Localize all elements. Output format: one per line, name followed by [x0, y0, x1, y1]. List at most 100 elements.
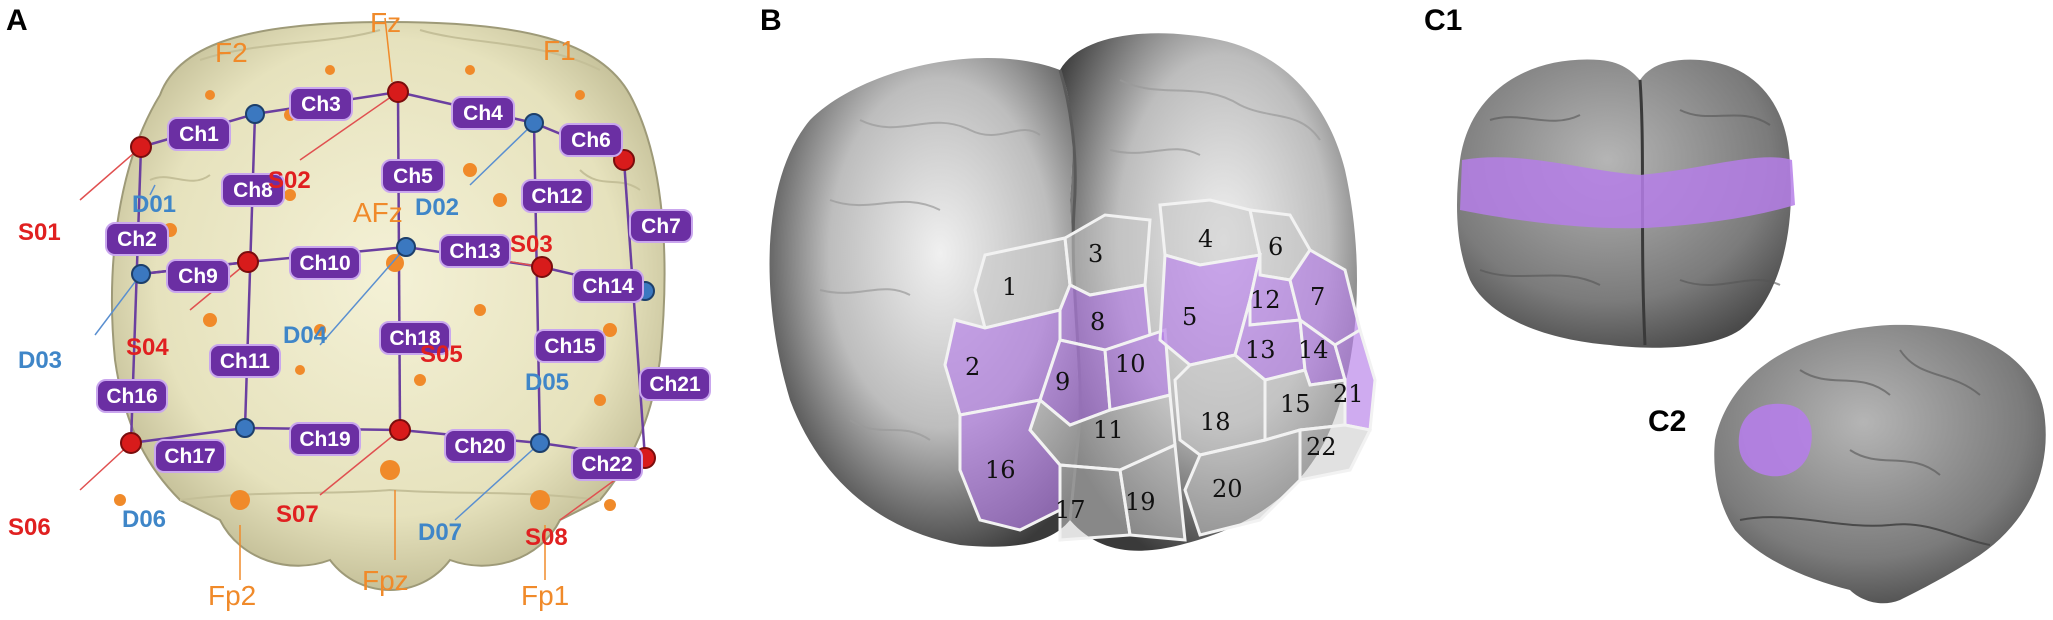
roi-region-10: [1103, 327, 1172, 412]
panel-a: Ch1 Ch2 Ch3 Ch4 Ch5 Ch6 Ch7 Ch8 Ch9 Ch10…: [8, 7, 711, 611]
panel-c1: [1457, 59, 1795, 348]
detector-marker: [396, 237, 416, 257]
svg-text:Ch9: Ch9: [178, 265, 218, 288]
roi-label-15: 15: [1280, 390, 1311, 418]
source-label: S03: [510, 231, 553, 258]
roi-region-20: [1183, 428, 1302, 537]
channel-label: Ch5: [381, 159, 445, 193]
roi-label-20: 20: [1212, 475, 1243, 503]
detector-label: D04: [283, 322, 328, 349]
panel-label-a: A: [6, 4, 28, 37]
brain-sulci: [819, 79, 1321, 441]
svg-text:Ch20: Ch20: [454, 435, 505, 458]
channel-label: Ch1: [167, 117, 231, 151]
source-label: S06: [8, 514, 51, 541]
eeg-position-label: Fp2: [208, 580, 256, 611]
panel-label-b: B: [760, 4, 782, 37]
channel-label: Ch15: [534, 329, 606, 363]
svg-text:Ch17: Ch17: [164, 445, 215, 468]
roi-label-7: 7: [1310, 283, 1325, 311]
detector-marker: [245, 104, 265, 124]
svg-text:Ch10: Ch10: [299, 252, 350, 275]
svg-text:Ch1: Ch1: [179, 123, 219, 146]
eeg-position-label: Fz: [370, 7, 401, 38]
source-label: S05: [420, 341, 463, 368]
channel-label: Ch9: [166, 259, 230, 293]
detector-label: D03: [18, 347, 62, 374]
svg-text:Ch7: Ch7: [641, 215, 681, 238]
channel-label: Ch14: [572, 269, 644, 303]
svg-text:Ch5: Ch5: [393, 165, 433, 188]
roi-label-16: 16: [985, 456, 1016, 484]
roi-label-22: 22: [1306, 433, 1337, 461]
roi-label-9: 9: [1055, 368, 1070, 396]
panel-c2: [1714, 324, 2046, 604]
roi-label-8: 8: [1090, 308, 1105, 336]
svg-text:Ch15: Ch15: [544, 335, 596, 358]
roi-number-labels: 1 2 3 4 5 6 7 8 9 10 11 12 13 14 15 16 1…: [965, 225, 1364, 524]
source-label: S07: [276, 501, 319, 528]
channel-label: Ch6: [559, 123, 623, 157]
roi-label-6: 6: [1268, 233, 1283, 261]
source-label: S01: [18, 219, 61, 246]
head-surface: [111, 20, 666, 591]
panel-b: 1 2 3 4 5 6 7 8 9 10 11 12 13 14 15 16 1…: [769, 33, 1377, 551]
channel-label: Ch18: [379, 321, 451, 355]
detector-label: D01: [132, 191, 176, 218]
channel-label: Ch13: [439, 234, 511, 268]
eeg-position-label: F2: [215, 37, 248, 68]
detector-marker: [524, 113, 544, 133]
detector-label: D02: [415, 194, 459, 221]
panel-label-c1: C1: [1424, 4, 1463, 37]
roi-label-18: 18: [1200, 408, 1231, 436]
source-marker: [531, 256, 553, 278]
svg-text:Ch21: Ch21: [649, 373, 701, 396]
channel-label: Ch21: [639, 367, 711, 401]
roi-label-21: 21: [1333, 380, 1364, 408]
roi-label-19: 19: [1125, 488, 1156, 516]
roi-label-17: 17: [1055, 496, 1086, 524]
svg-text:Ch18: Ch18: [389, 327, 441, 350]
source-marker: [120, 432, 142, 454]
svg-text:Ch11: Ch11: [220, 350, 271, 373]
detector-marker: [235, 418, 255, 438]
eeg-position-label: F1: [543, 35, 576, 66]
c2-activation-area: [1738, 403, 1812, 477]
roi-region-17: [1058, 463, 1132, 542]
source-label: S02: [268, 167, 311, 194]
channel-label: Ch20: [444, 429, 516, 463]
svg-text:Ch8: Ch8: [233, 179, 273, 202]
channel-label: Ch11: [209, 344, 281, 378]
source-marker: [237, 251, 259, 273]
source-marker: [389, 419, 411, 441]
svg-text:Ch6: Ch6: [571, 129, 611, 152]
channel-label: Ch3: [289, 87, 353, 121]
eeg-position-label: AFz: [353, 197, 403, 228]
roi-label-13: 13: [1245, 336, 1276, 364]
head-fold-line: [149, 29, 641, 501]
svg-text:Ch3: Ch3: [301, 93, 341, 116]
channel-label: Ch17: [154, 439, 226, 473]
eeg-position-label: Fp1: [521, 580, 569, 611]
svg-text:Ch4: Ch4: [463, 102, 503, 125]
detector-marker: [530, 433, 550, 453]
channel-label: Ch12: [521, 179, 593, 213]
channel-label: Ch22: [571, 447, 643, 481]
channel-label: Ch8: [221, 173, 285, 207]
panel-label-c2: C2: [1648, 405, 1687, 438]
svg-text:Ch19: Ch19: [299, 428, 350, 451]
roi-label-2: 2: [965, 353, 980, 381]
roi-label-12: 12: [1250, 286, 1281, 314]
channel-label: Ch7: [629, 209, 693, 243]
probe-pointer-lines: [79, 17, 646, 580]
source-marker: [130, 136, 152, 158]
roi-label-11: 11: [1093, 416, 1124, 444]
roi-label-4: 4: [1198, 225, 1213, 253]
roi-label-1: 1: [1002, 273, 1017, 301]
eeg-position-label: Fpz: [362, 565, 409, 596]
source-label: S04: [126, 334, 169, 361]
source-label: S08: [525, 524, 568, 551]
svg-text:Ch14: Ch14: [582, 275, 634, 298]
channel-label: Ch2: [105, 222, 169, 256]
